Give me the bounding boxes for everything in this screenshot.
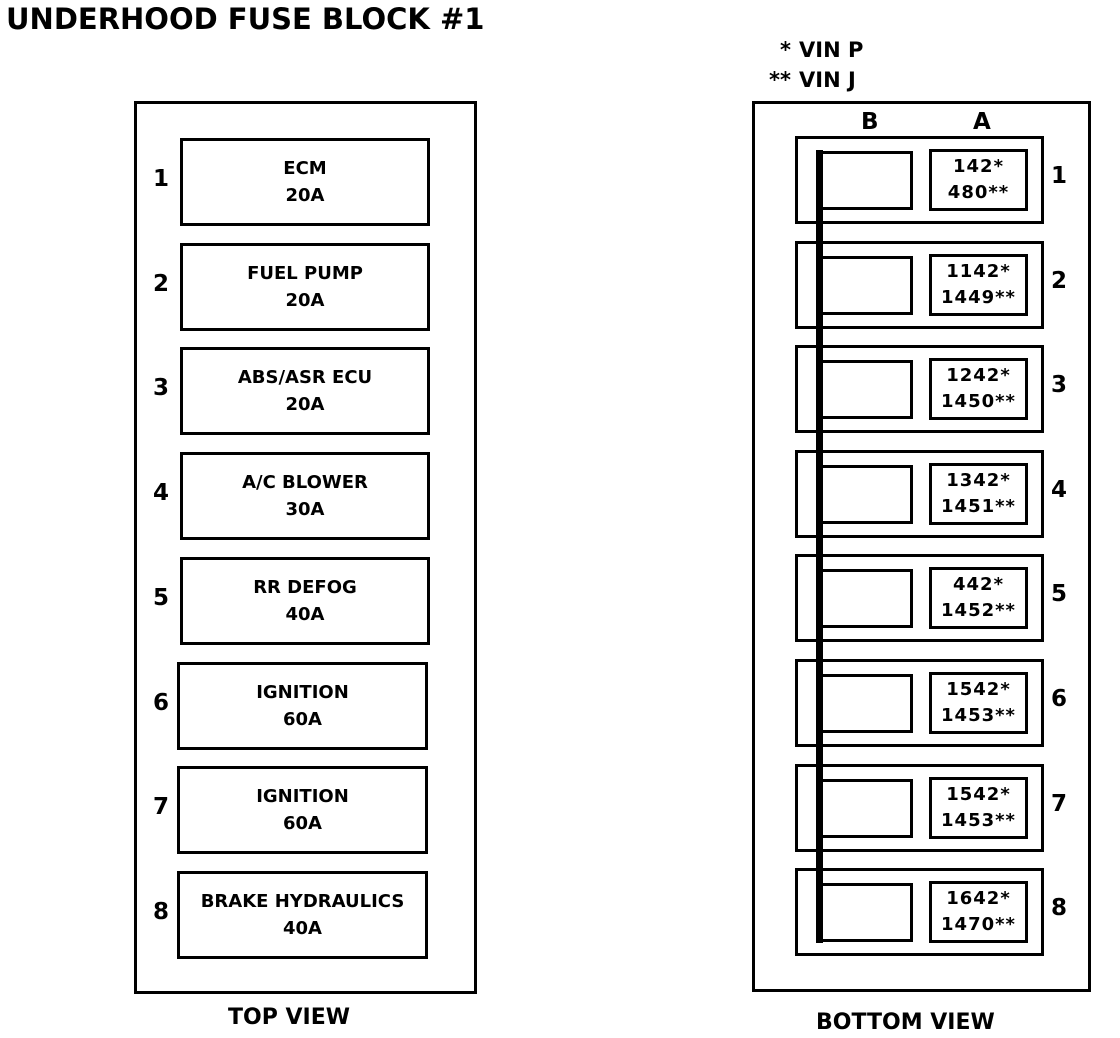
- circuit-vin-p: 1542*: [946, 784, 1011, 805]
- terminal-b: [816, 465, 913, 524]
- fuse-rating: 20A: [285, 185, 325, 206]
- fuse-rating: 20A: [285, 394, 325, 415]
- fuse-name: BRAKE HYDRAULICS: [200, 891, 405, 912]
- circuit-vin-p: 1142*: [946, 261, 1011, 282]
- circuit-vin-j: 480**: [947, 182, 1010, 203]
- fuse-name: IGNITION: [256, 682, 349, 703]
- fuse-number: 1: [152, 166, 169, 192]
- circuit-vin-p: 1342*: [946, 470, 1011, 491]
- fuse-number: 5: [152, 585, 169, 611]
- legend-symbol: **: [769, 68, 791, 92]
- terminal-slot-2: [795, 241, 1044, 329]
- top-view-label: TOP VIEW: [228, 1005, 350, 1030]
- fuse-name: RR DEFOG: [253, 577, 357, 598]
- terminal-slot-7: [795, 764, 1044, 852]
- slot-number: 7: [1050, 791, 1067, 817]
- slot-number: 8: [1050, 895, 1067, 921]
- terminal-b: [816, 569, 913, 628]
- terminal-slot-3: [795, 345, 1044, 433]
- fuse-rating: 30A: [285, 499, 325, 520]
- slot-number: 5: [1050, 581, 1067, 607]
- fuse-name: ECM: [283, 158, 327, 179]
- diagram-title: UNDERHOOD FUSE BLOCK #1: [6, 2, 485, 36]
- slot-number: 3: [1050, 372, 1067, 398]
- bottom-view-panel: [752, 101, 1091, 992]
- circuit-vin-p: 442*: [953, 574, 1004, 595]
- column-label-a: A: [973, 109, 991, 135]
- column-label-b: B: [861, 109, 879, 135]
- fuse-rating: 40A: [285, 604, 325, 625]
- terminal-a: 1642* 1470**: [929, 881, 1028, 943]
- fuse-2: FUEL PUMP 20A: [180, 243, 430, 331]
- terminal-a: 1542* 1453**: [929, 777, 1028, 839]
- terminal-b: [816, 360, 913, 419]
- circuit-vin-p: 1242*: [946, 365, 1011, 386]
- slot-number: 2: [1050, 268, 1067, 294]
- circuit-vin-j: 1452**: [941, 600, 1016, 621]
- terminal-b: [816, 883, 913, 942]
- fuse-number: 2: [152, 271, 169, 297]
- fuse-7: IGNITION 60A: [177, 766, 428, 854]
- circuit-vin-p: 1542*: [946, 679, 1011, 700]
- terminal-slot-6: [795, 659, 1044, 747]
- bus-bar: [816, 150, 823, 943]
- terminal-b: [816, 779, 913, 838]
- terminal-slot-1: [795, 136, 1044, 224]
- fuse-rating: 60A: [283, 709, 322, 730]
- legend-symbol: *: [780, 38, 791, 62]
- terminal-b: [816, 151, 913, 210]
- fuse-number: 8: [152, 899, 169, 925]
- bottom-view-label: BOTTOM VIEW: [816, 1010, 995, 1035]
- fuse-8: BRAKE HYDRAULICS 40A: [177, 871, 428, 959]
- fuse-name: FUEL PUMP: [247, 263, 363, 284]
- terminal-b: [816, 256, 913, 315]
- fuse-number: 4: [152, 480, 169, 506]
- terminal-a: 1542* 1453**: [929, 672, 1028, 734]
- fuse-3: ABS/ASR ECU 20A: [180, 347, 430, 435]
- fuse-number: 7: [152, 794, 169, 820]
- circuit-vin-j: 1449**: [941, 287, 1016, 308]
- fuse-6: IGNITION 60A: [177, 662, 428, 750]
- terminal-a: 142* 480**: [929, 149, 1028, 211]
- slot-number: 1: [1050, 163, 1067, 189]
- terminal-a: 1242* 1450**: [929, 358, 1028, 420]
- legend-label: VIN J: [799, 68, 856, 92]
- legend-item-vin-j: ** VIN J: [757, 68, 856, 92]
- fuse-name: A/C BLOWER: [242, 472, 368, 493]
- terminal-slot-5: [795, 554, 1044, 642]
- fuse-5: RR DEFOG 40A: [180, 557, 430, 645]
- fuse-rating: 20A: [285, 290, 325, 311]
- circuit-vin-j: 1470**: [941, 914, 1016, 935]
- fuse-name: ABS/ASR ECU: [237, 367, 373, 388]
- terminal-a: 1142* 1449**: [929, 254, 1028, 316]
- terminal-b: [816, 674, 913, 733]
- fuse-number: 3: [152, 375, 169, 401]
- terminal-a: 1342* 1451**: [929, 463, 1028, 525]
- slot-number: 6: [1050, 686, 1067, 712]
- slot-number: 4: [1050, 477, 1067, 503]
- terminal-a: 442* 1452**: [929, 567, 1028, 629]
- fuse-rating: 40A: [283, 918, 322, 939]
- legend-item-vin-p: * VIN P: [757, 38, 863, 62]
- circuit-vin-j: 1453**: [941, 810, 1016, 831]
- fuse-number: 6: [152, 690, 169, 716]
- circuit-vin-j: 1451**: [941, 496, 1016, 517]
- fuse-1: ECM 20A: [180, 138, 430, 226]
- fuse-rating: 60A: [283, 813, 322, 834]
- circuit-vin-p: 1642*: [946, 888, 1011, 909]
- circuit-vin-j: 1453**: [941, 705, 1016, 726]
- circuit-vin-j: 1450**: [941, 391, 1016, 412]
- fuse-4: A/C BLOWER 30A: [180, 452, 430, 540]
- top-view-panel: [134, 101, 477, 994]
- terminal-slot-4: [795, 450, 1044, 538]
- legend-label: VIN P: [799, 38, 864, 62]
- fuse-name: IGNITION: [256, 786, 349, 807]
- circuit-vin-p: 142*: [953, 156, 1004, 177]
- terminal-slot-8: [795, 868, 1044, 956]
